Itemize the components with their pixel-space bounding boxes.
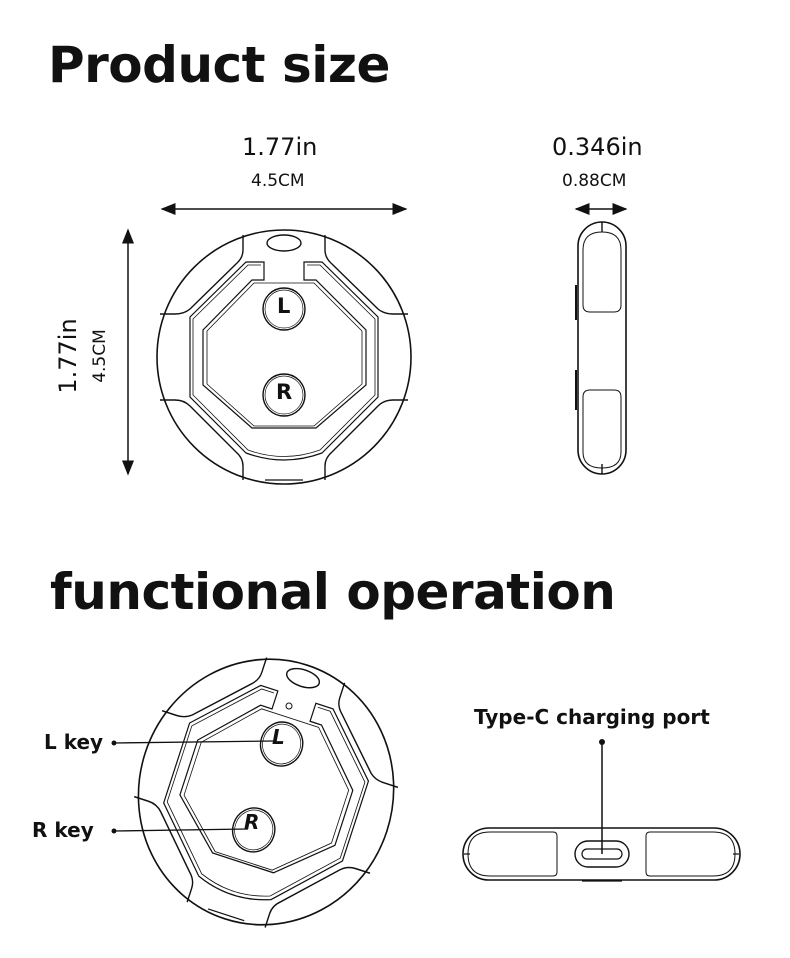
device-front-view (156, 229, 412, 485)
device-side-view (575, 221, 627, 475)
r-key-leader-line (113, 828, 249, 832)
functional-operation-title: functional operation (50, 563, 616, 621)
type-c-port-label: Type-C charging port (474, 705, 710, 729)
thickness-inches: 0.346in (552, 133, 643, 161)
device-tilted-view (103, 625, 429, 958)
width-cm: 4.5CM (251, 171, 305, 191)
thickness-cm: 0.88CM (562, 171, 627, 191)
product-size-title: Product size (48, 36, 390, 94)
front-key-l-label: L (277, 294, 291, 318)
front-key-r-label: R (276, 380, 293, 404)
height-cm: 4.5CM (90, 329, 110, 383)
l-key-leader-line (113, 740, 275, 744)
r-key-label: R key (32, 818, 94, 842)
l-key-label: L key (44, 730, 104, 754)
tilted-key-r-label: R (244, 810, 260, 834)
tilted-key-l-label: L (272, 725, 285, 749)
width-inches: 1.77in (242, 133, 318, 161)
height-inches: 1.77in (54, 318, 82, 394)
